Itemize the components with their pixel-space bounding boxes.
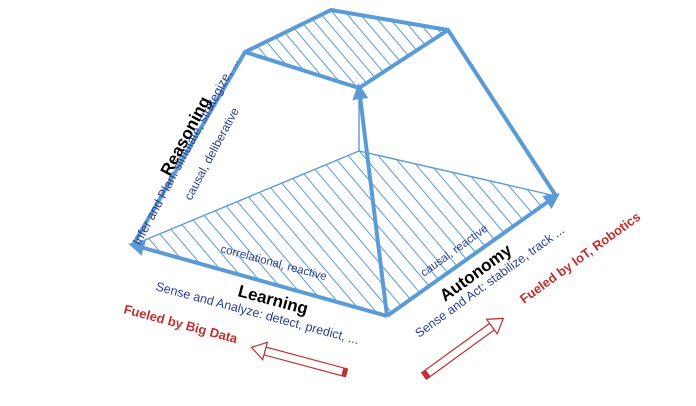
edge-top-left-down	[131, 50, 247, 247]
edge-base-front-right	[385, 193, 560, 318]
frustum-edges	[128, 28, 560, 318]
learning-labels: correlational, reactive Learning Sense a…	[122, 243, 360, 347]
edge-base-front-left	[128, 240, 388, 318]
base-face-hatching	[133, 151, 556, 316]
learning-mode: correlational, reactive	[219, 243, 328, 283]
edge-top-right-down	[446, 28, 558, 198]
iot-robotics-arrow	[420, 317, 505, 381]
autonomy-driver: Fueled by IoT, Robotics	[517, 209, 643, 306]
reasoning-capability: Infer and Plan: simulate, strategize, ..…	[130, 56, 241, 248]
big-data-arrow	[250, 341, 349, 378]
base-face	[132, 150, 557, 316]
edge-front-vertical	[352, 83, 389, 317]
top-face	[243, 8, 450, 90]
reasoning-labels: Reasoning Infer and Plan: simulate, stra…	[130, 56, 242, 248]
